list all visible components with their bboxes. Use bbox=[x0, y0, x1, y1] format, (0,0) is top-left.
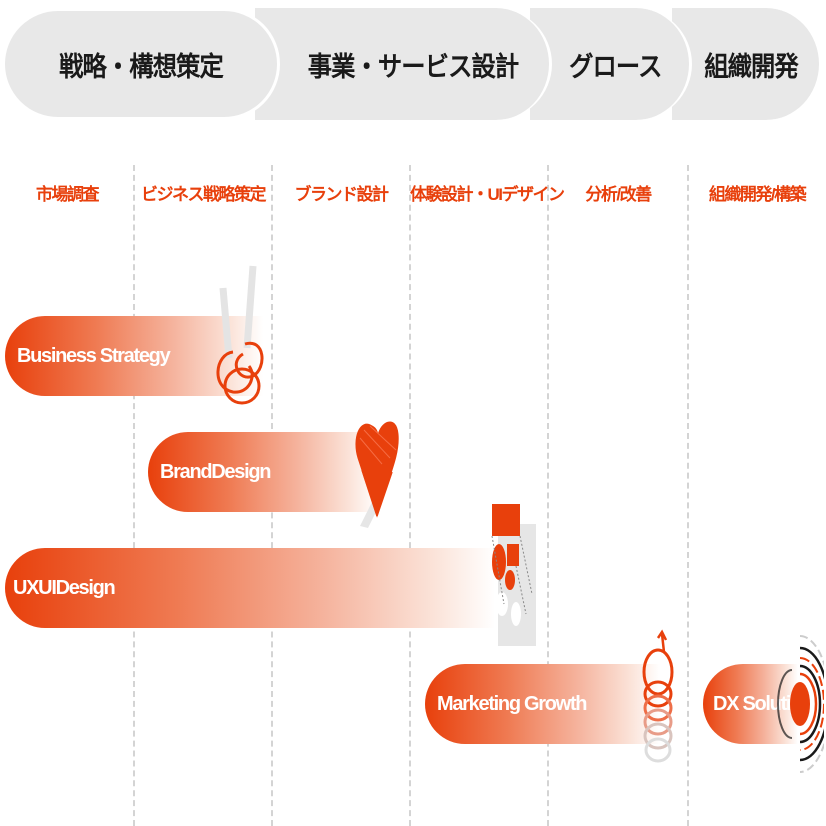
subphase-brand-design: ブランド設計 bbox=[294, 185, 390, 204]
service-bar-uxui-design[interactable]: UXUIDesign bbox=[5, 548, 495, 628]
service-bar-brand-design[interactable]: BrandDesign bbox=[148, 432, 378, 512]
subphase-org-development: 組織開発/構築 bbox=[708, 185, 807, 204]
heart-icon bbox=[355, 421, 399, 528]
phase-label: 戦略・構想策定 bbox=[59, 51, 224, 82]
service-bar-dx-solution[interactable]: DX Solution bbox=[703, 664, 813, 744]
service-label: BrandDesign bbox=[160, 460, 271, 483]
phase-label: 組織開発 bbox=[703, 51, 798, 82]
subphase-business-strategy: ビジネス戦略策定 bbox=[141, 185, 267, 204]
phase-label: グロース bbox=[569, 51, 662, 82]
column-divider bbox=[547, 165, 549, 826]
column-divider bbox=[133, 165, 135, 826]
service-label: Marketing Growth bbox=[437, 692, 588, 715]
subphase-experience-ui-design: 体験設計・UIデザイン bbox=[410, 185, 565, 204]
phase-grow-org: 組織開発 bbox=[672, 8, 822, 120]
column-divider bbox=[409, 165, 411, 826]
service-label: DX Solution bbox=[713, 692, 813, 715]
phase-growth: グロース bbox=[530, 8, 692, 120]
service-label: UXUIDesign bbox=[13, 576, 116, 599]
service-bar-marketing-growth[interactable]: Marketing Growth bbox=[425, 664, 660, 744]
service-bar-business-strategy[interactable]: Business Strategy bbox=[5, 316, 263, 396]
concentric-target-icon bbox=[777, 635, 824, 773]
service-label: Business Strategy bbox=[17, 344, 171, 367]
spiral-arrow-icon bbox=[642, 629, 674, 763]
column-divider bbox=[687, 165, 689, 826]
phase-label: 事業・サービス設計 bbox=[307, 51, 519, 82]
subphase-market-research: 市場調査 bbox=[36, 185, 100, 204]
phase-strategy: 戦略・構想策定 bbox=[2, 8, 280, 120]
interlocking-rings-icon bbox=[216, 265, 264, 405]
shapes-icon bbox=[491, 504, 536, 646]
subphase-analysis-improvement: 分析/改善 bbox=[585, 185, 652, 204]
phase-business-service-design: 事業・サービス設計 bbox=[255, 8, 552, 120]
